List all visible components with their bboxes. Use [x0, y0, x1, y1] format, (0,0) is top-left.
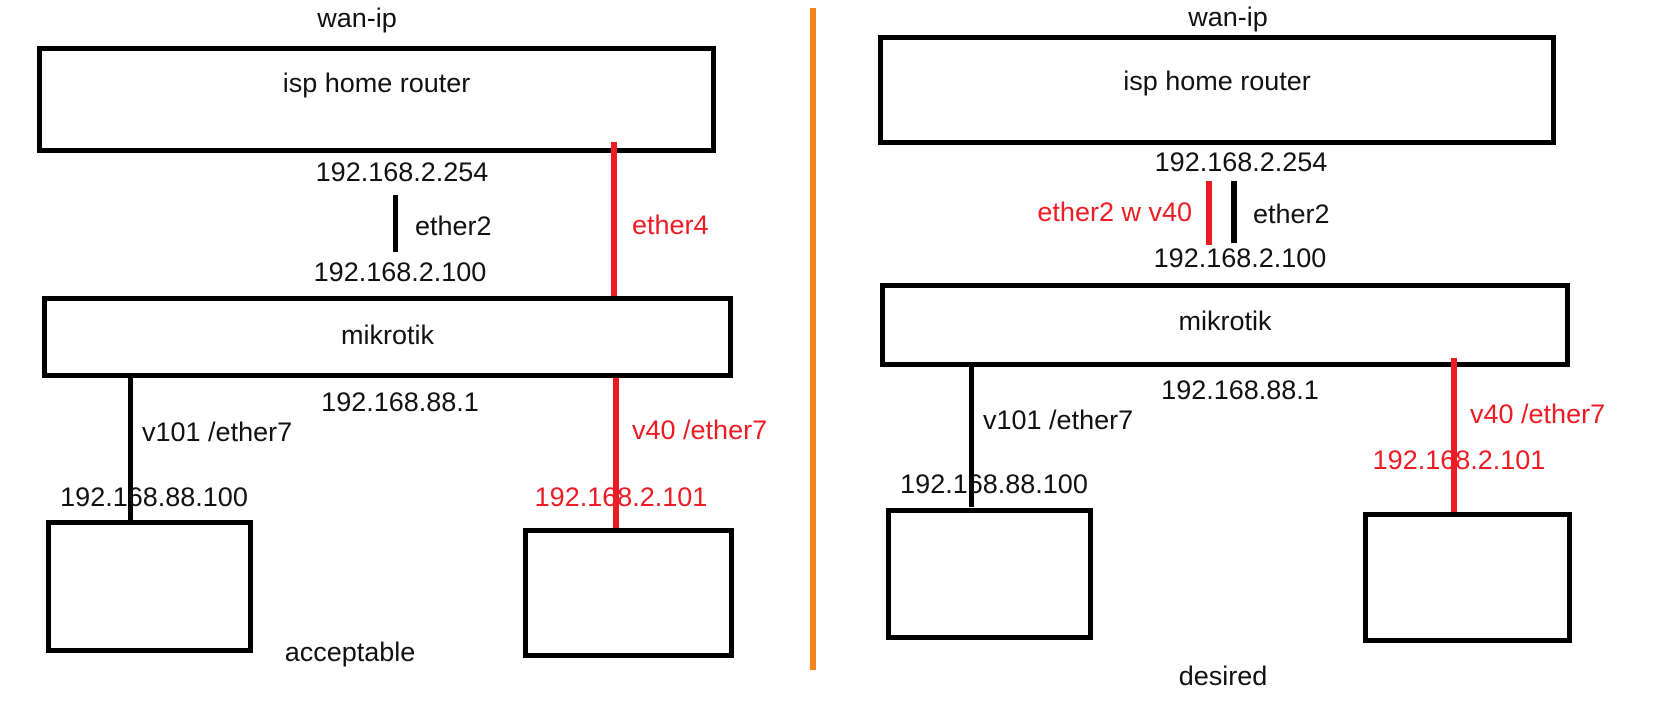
- v101-link-line: [969, 367, 974, 507]
- ether2-vlan-link-line: [1206, 181, 1212, 245]
- lan-client-ip: 192.168.88.100: [900, 469, 1088, 499]
- mikrotik-label: mikrotik: [1178, 306, 1272, 336]
- mikrotik-box: [42, 296, 733, 378]
- v40-link-label: v40 /ether7: [632, 415, 768, 445]
- mikrotik-lan-ip: 192.168.88.1: [321, 387, 479, 417]
- wan-ip-label: wan-ip: [1188, 2, 1268, 32]
- v101-link-label: v101 /ether7: [983, 405, 1134, 435]
- v40-link-line: [1451, 358, 1457, 516]
- router-lan-ip: 192.168.2.254: [315, 157, 489, 187]
- lan-client-ip: 192.168.88.100: [60, 482, 248, 512]
- ether4-link-line: [611, 142, 617, 300]
- lan-client-box: [46, 520, 253, 653]
- ether2-link-line: [393, 195, 398, 252]
- vlan-client-ip: 192.168.2.101: [1372, 445, 1546, 475]
- diagram-caption-acceptable: acceptable: [284, 637, 416, 667]
- wan-ip-label: wan-ip: [317, 3, 397, 33]
- isp-router-label: isp home router: [282, 68, 471, 98]
- mikrotik-box: [880, 283, 1570, 367]
- divider-line: [810, 8, 816, 670]
- diagram-caption-desired: desired: [1178, 661, 1268, 691]
- vlan-client-ip: 192.168.2.101: [534, 482, 708, 512]
- vlan-client-box: [523, 528, 734, 658]
- router-lan-ip: 192.168.2.254: [1154, 147, 1328, 177]
- ether2-link-label: ether2: [1253, 199, 1330, 229]
- ether4-link-label: ether4: [632, 210, 709, 240]
- ether2-vlan-link-label: ether2 w v40: [1037, 197, 1192, 227]
- v101-link-line: [128, 378, 133, 520]
- mikrotik-wan-ip: 192.168.2.100: [1153, 243, 1327, 273]
- lan-client-box: [886, 508, 1093, 640]
- ether2-link-line: [1231, 181, 1237, 243]
- mikrotik-wan-ip: 192.168.2.100: [313, 257, 487, 287]
- v101-link-label: v101 /ether7: [142, 417, 293, 447]
- isp-router-box: [37, 46, 716, 153]
- mikrotik-lan-ip: 192.168.88.1: [1161, 375, 1319, 405]
- isp-router-label: isp home router: [1123, 66, 1311, 96]
- vlan-client-box: [1363, 512, 1572, 643]
- v40-link-line: [613, 378, 619, 532]
- mikrotik-label: mikrotik: [341, 320, 434, 350]
- v40-link-label: v40 /ether7: [1470, 399, 1606, 429]
- isp-router-box: [878, 35, 1556, 145]
- ether2-link-label: ether2: [415, 211, 492, 241]
